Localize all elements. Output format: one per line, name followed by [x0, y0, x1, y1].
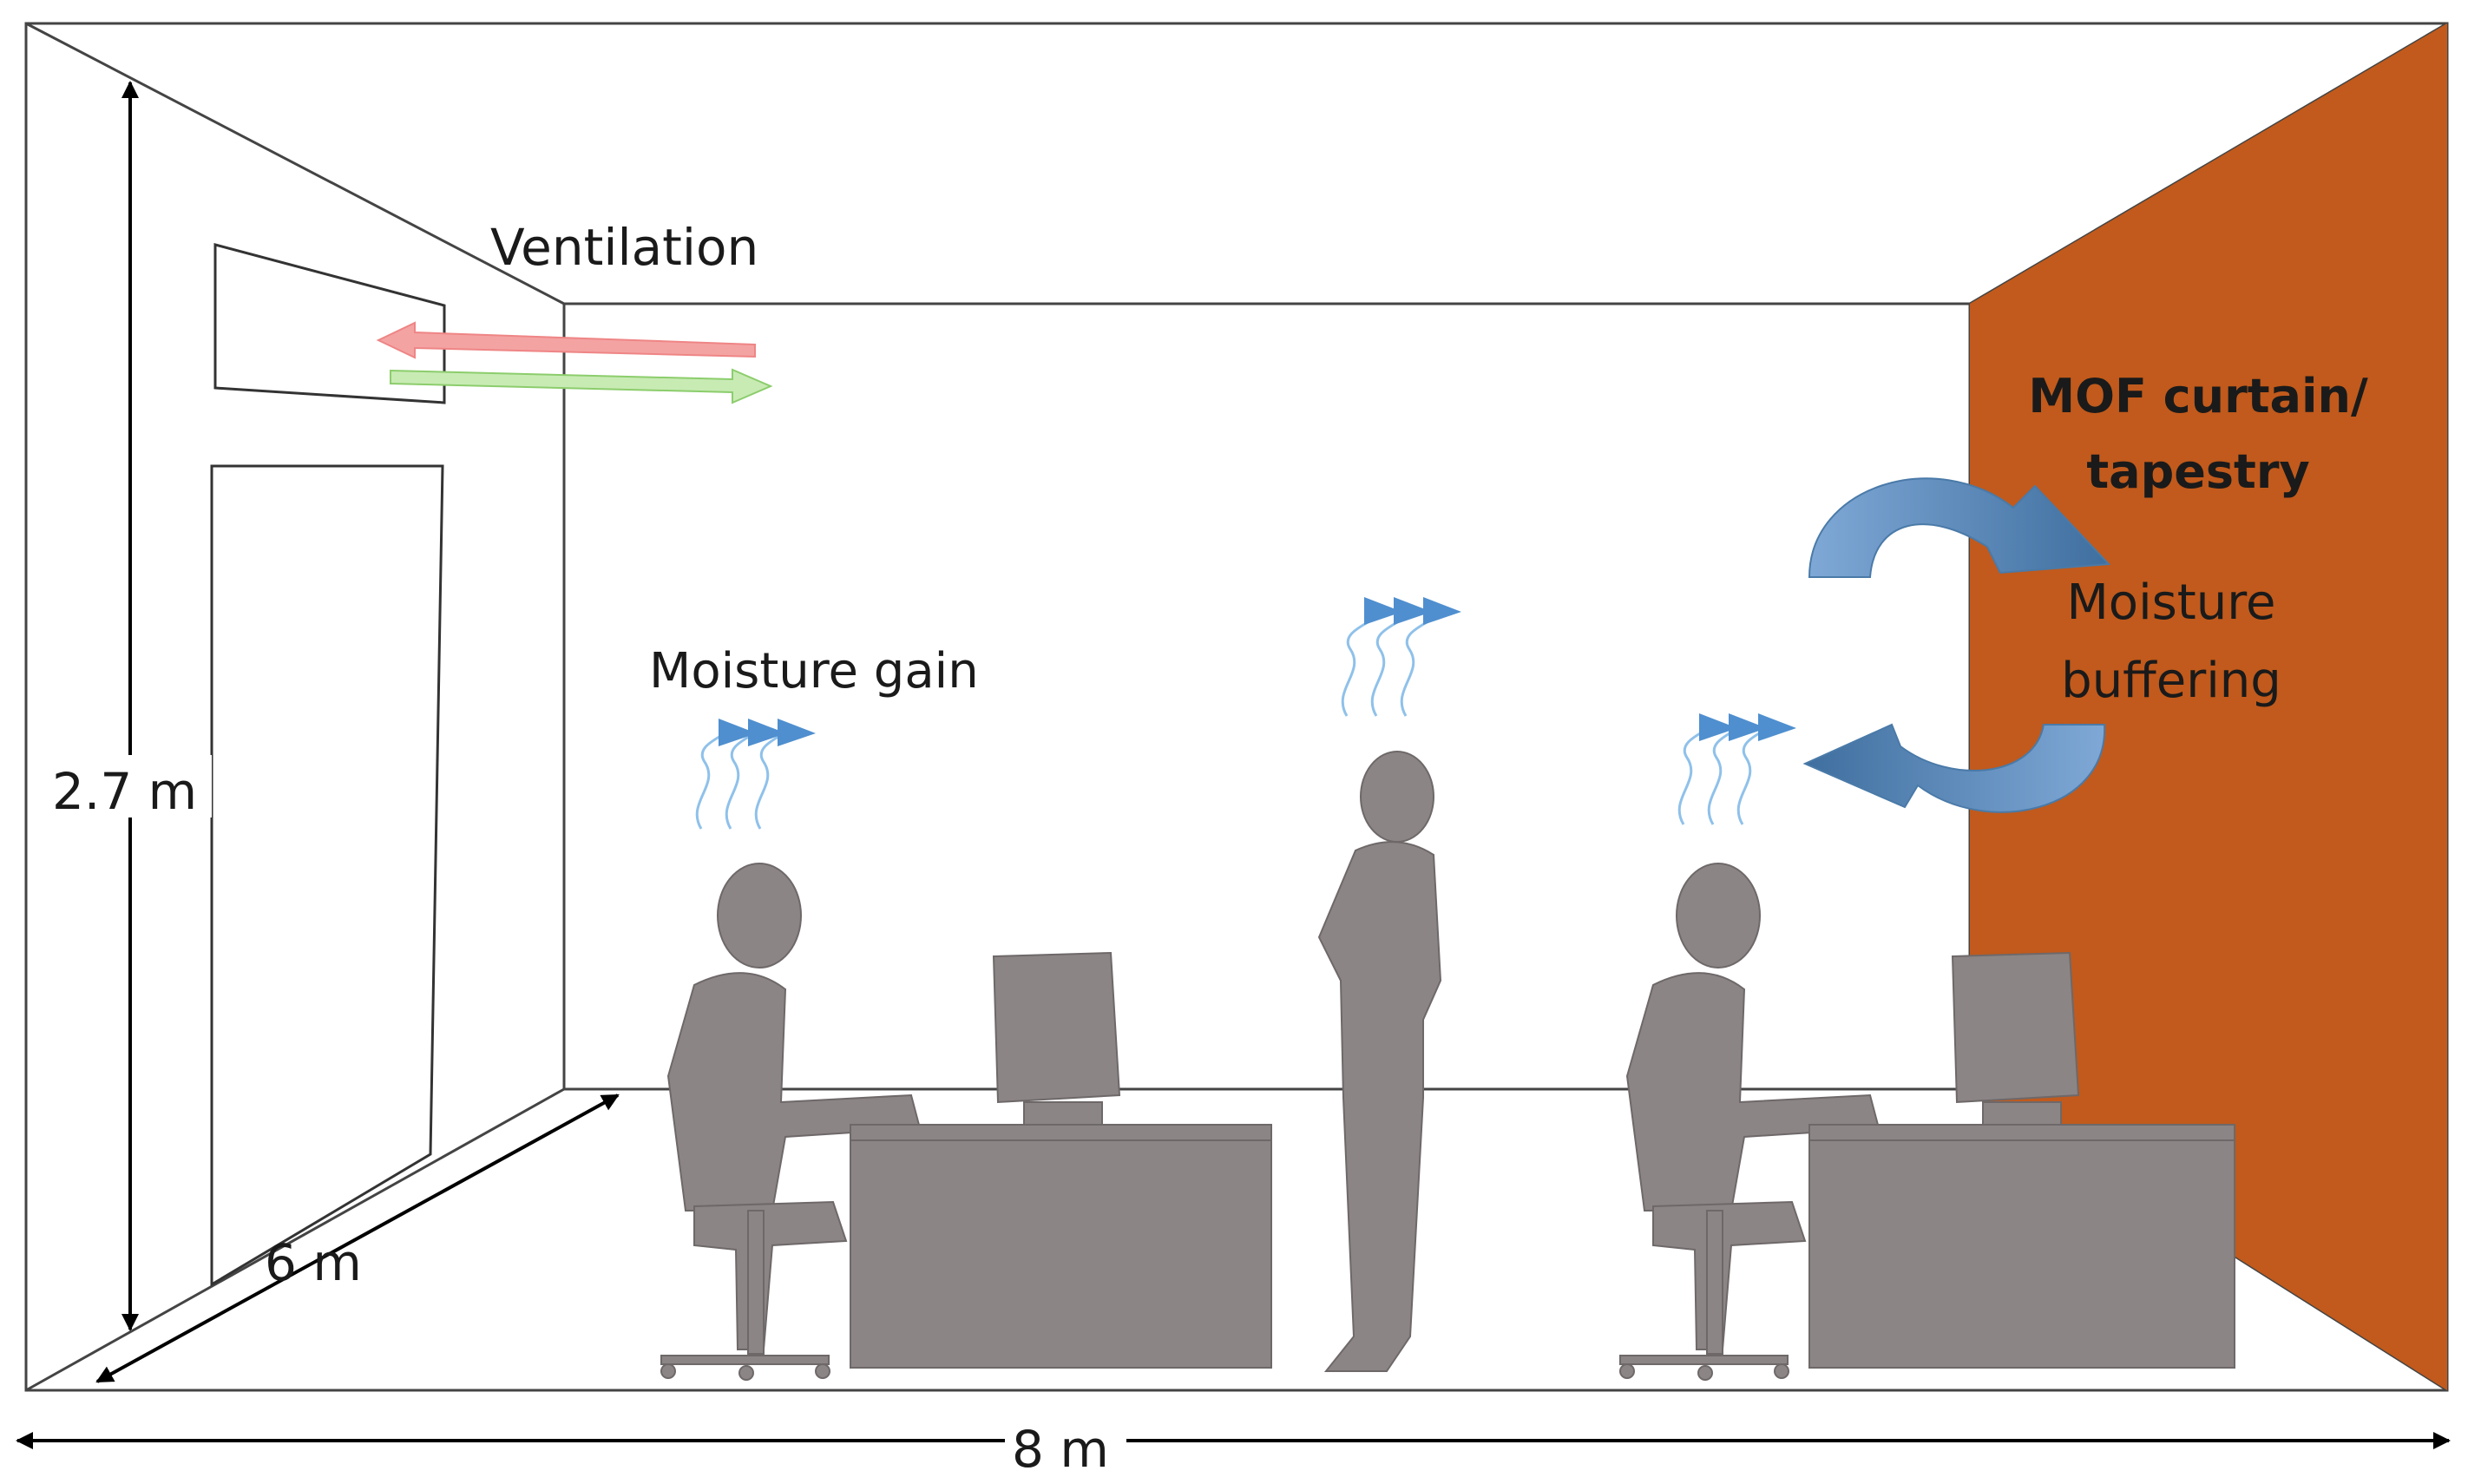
- moisture-gain-label: Moisture gain: [649, 643, 979, 699]
- ceiling-edge-left: [25, 22, 565, 305]
- moisture-emission-left: [695, 719, 816, 830]
- mof-curtain-label-line2: tapestry: [2086, 444, 2309, 499]
- window: [213, 243, 446, 404]
- dimension-lines: [16, 81, 2451, 1449]
- height-label: 2.7 m: [52, 762, 197, 821]
- moisture-emission-right: [1677, 713, 1796, 825]
- buffering-arrow-bottom: [1802, 723, 2106, 813]
- buffering-arrows: [1802, 477, 2111, 813]
- desk-right: [1808, 951, 2235, 1369]
- moisture-buffering-label-line1: Moisture: [2066, 575, 2275, 631]
- depth-label: 6 m: [265, 1233, 362, 1292]
- door: [210, 464, 444, 1287]
- moisture-emission-center: [1341, 597, 1461, 717]
- seated-worker-left: [660, 863, 922, 1381]
- mof-curtain-label-line1: MOF curtain/: [2028, 369, 2368, 424]
- mof-curtain: [1970, 23, 2447, 1390]
- depth-dimension: [95, 1093, 620, 1383]
- supply-arrow: [390, 368, 773, 404]
- buffering-arrow-top: [1808, 477, 2111, 578]
- width-label-bg: [1005, 1411, 1126, 1472]
- ventilation-arrows: [376, 321, 773, 404]
- moisture-buffering-label-line2: buffering: [2061, 653, 2281, 709]
- desk-left: [850, 951, 1272, 1369]
- exhaust-arrow: [376, 321, 756, 359]
- seated-worker-right: [1619, 863, 1881, 1381]
- height-label-bg: [50, 755, 212, 818]
- width-label: 8 m: [1012, 1420, 1109, 1479]
- ventilation-label: Ventilation: [490, 218, 758, 277]
- standing-person: [1317, 751, 1442, 1372]
